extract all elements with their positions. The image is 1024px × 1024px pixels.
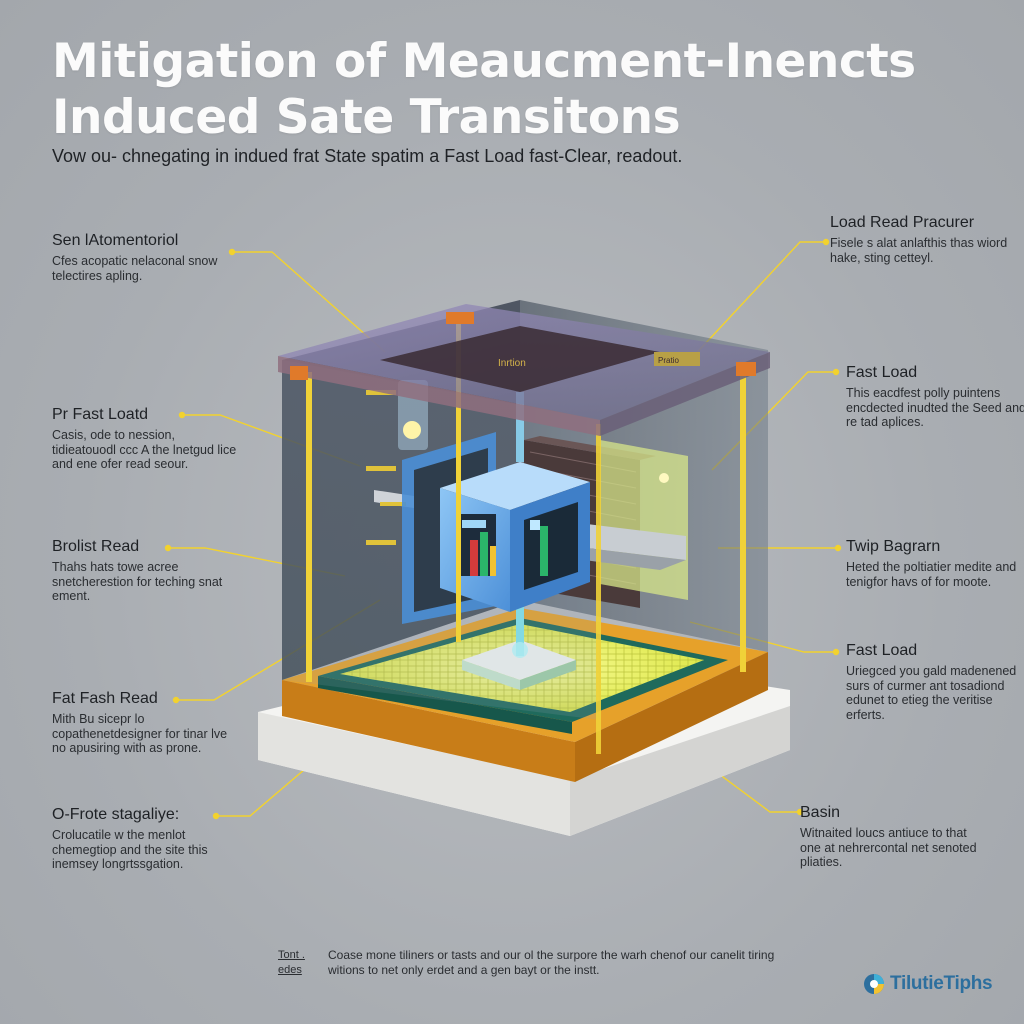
callout-left-5: O-Frote stagaliye: Crolucatile w the men… <box>52 806 242 872</box>
frame-posts <box>306 322 746 754</box>
leader-line <box>232 251 386 353</box>
footer-label: Tont . edes <box>278 948 326 978</box>
callout-body: Mith Bu sicepr lo copathenetdesigner for… <box>52 712 228 755</box>
callout-heading: Pr Fast Loatd <box>52 406 149 423</box>
callout-body: Heted the poltiatier medite and tenigfor… <box>846 560 1017 589</box>
callout-right-1: Load Read Pracurer Fisele s alat anlafth… <box>830 214 1015 265</box>
brand-logo: TilutieTiphs <box>862 972 993 996</box>
side-contacts <box>366 390 406 545</box>
leader-dot <box>822 238 830 246</box>
callout-right-4: Fast Load Uriegced you gald madenened su… <box>846 642 1024 722</box>
callout-left-2: Pr Fast Loatd Casis, ode to nession, tid… <box>52 406 242 472</box>
lid-side-label: Pratio <box>658 356 679 365</box>
lid-plate-label: Inrtion <box>498 358 526 369</box>
brand-icon <box>864 974 884 994</box>
callout-body: Uriegced you gald madenened surs of curm… <box>846 664 1017 722</box>
enclosure-lid <box>278 304 770 436</box>
callout-body: Thahs hats towe acree snetcherestion for… <box>52 560 223 603</box>
leader-dot <box>834 544 842 552</box>
leader-dot <box>212 812 220 820</box>
callout-heading: Twip Bagrarn <box>846 538 941 555</box>
callout-heading: O-Frote stagaliye: <box>52 806 180 823</box>
callout-heading: Brolist Read <box>52 538 140 555</box>
callout-heading: Sen lAtomentoriol <box>52 232 179 249</box>
leader-dot <box>832 648 840 656</box>
callout-heading: Fat Fash Read <box>52 690 158 707</box>
callout-right-3: Twip Bagrarn Heted the poltiatier medite… <box>846 538 1024 589</box>
callout-body: Casis, ode to nession, tidieatouodl ccc … <box>52 428 237 471</box>
callout-body: This eacdfest polly puintens encdected i… <box>846 386 1024 429</box>
leader-dot <box>228 248 236 256</box>
callout-heading: Fast Load <box>846 642 918 659</box>
callout-body: Cfes acopatic nelaconal snow telectires … <box>52 254 218 283</box>
leader-line <box>689 241 826 361</box>
title-line-1: Mitigation of Meaucment-Inencts <box>52 34 916 89</box>
footer-text: Coase mone tiliners or tasts and our ol … <box>328 948 775 977</box>
footer-label-2: edes <box>278 964 302 976</box>
callout-heading: Load Read Pracurer <box>830 214 975 231</box>
callout-left-1: Sen lAtomentoriol Cfes acopatic nelacona… <box>52 232 242 283</box>
leader-dot <box>178 411 186 419</box>
pedestal <box>462 600 576 690</box>
leader-dot <box>164 544 172 552</box>
callout-right-2: Fast Load This eacdfest polly puintens e… <box>846 364 1024 430</box>
subtitle: Vow ou- chnegating in indued frat State … <box>52 146 683 166</box>
callout-heading: Fast Load <box>846 364 918 381</box>
callout-left-4: Fat Fash Read Mith Bu sicepr lo copathen… <box>52 690 242 756</box>
leader-dot <box>172 696 180 704</box>
leader-dot <box>796 808 804 816</box>
callout-left-3: Brolist Read Thahs hats towe acree snetc… <box>52 538 242 604</box>
callout-right-5: Basin Witnaited loucs antiuce to that on… <box>800 804 985 870</box>
brand-name: TilutieTiphs <box>890 973 993 994</box>
callout-body: Crolucatile w the menlot chemegtiop and … <box>52 828 208 871</box>
callout-heading: Basin <box>800 804 841 821</box>
leader-dot <box>832 368 840 376</box>
callout-body: Fisele s alat anlafthis thas wiord hake,… <box>830 236 1008 265</box>
title-line-2: Induced Sate Transitons <box>52 90 681 145</box>
callout-body: Witnaited loucs antiuce to that one at n… <box>800 826 977 869</box>
page-title: Mitigation of Meaucment-Inencts Induced … <box>52 34 992 146</box>
footer-label-1: Tont . <box>278 949 305 961</box>
